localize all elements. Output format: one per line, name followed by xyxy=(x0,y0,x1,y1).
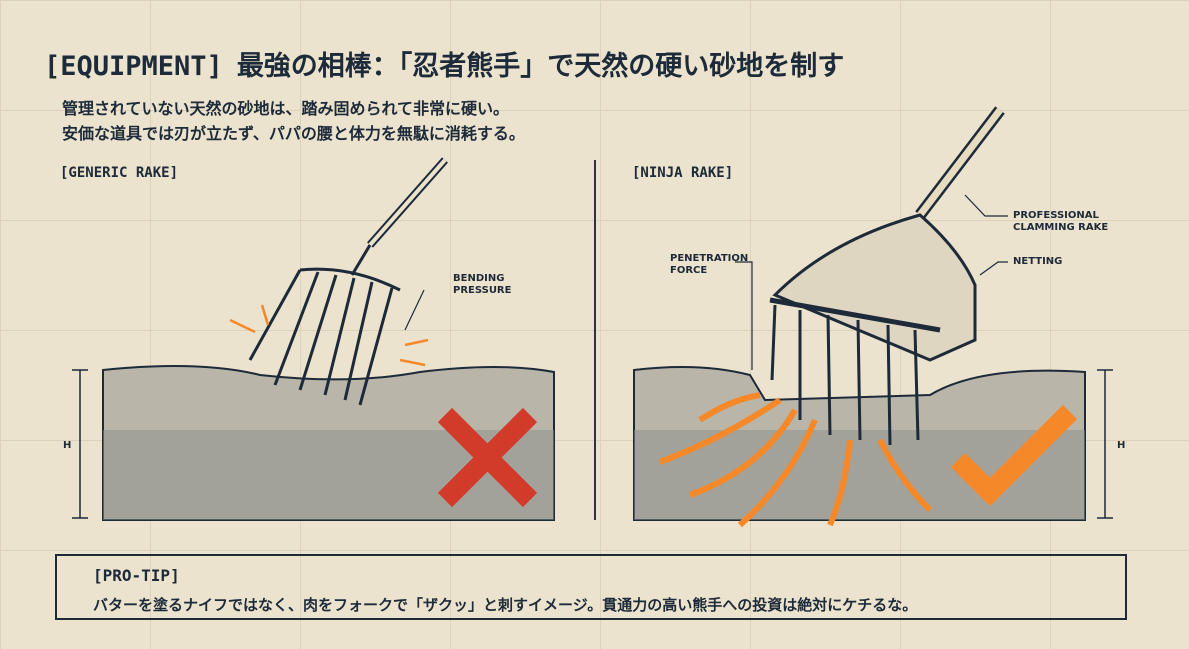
intro-line-2: 安価な道具では刃が立たず、パパの腰と体力を無駄に消耗する。 xyxy=(62,124,525,143)
check-icon xyxy=(950,404,1078,507)
pro-tip-title: [PRO-TIP] xyxy=(93,566,180,585)
right-height-label: H xyxy=(1117,440,1126,451)
left-height-marker xyxy=(72,369,88,519)
panel-divider xyxy=(594,160,596,520)
bending-sparks xyxy=(229,304,429,367)
generic-rake xyxy=(248,157,448,406)
pro-tip-box: [PRO-TIP] バターを塗るナイフではなく、肉をフォークで「ザクッ」と刺すイ… xyxy=(55,554,1127,620)
intro-line-1: 管理されていない天然の砂地は、踏み固められて非常に硬い。 xyxy=(62,99,510,118)
ninja-rake xyxy=(769,106,1005,446)
ninja-rake-label: [NINJA RAKE] xyxy=(632,165,734,181)
netting-annotation: NETTING xyxy=(1013,256,1063,267)
generic-rake-soil xyxy=(102,365,555,521)
left-height-label: H xyxy=(63,440,72,451)
cross-icon xyxy=(437,407,538,508)
generic-rake-label: [GENERIC RAKE] xyxy=(60,165,179,181)
pro-tip-text: バターを塗るナイフではなく、肉をフォークで「ザクッ」と刺すイメージ。貫通力の高い… xyxy=(93,596,918,614)
right-height-marker xyxy=(1097,369,1113,519)
page-title: [EQUIPMENT]最強の相棒：「忍者熊手」で天然の硬い砂地を制す xyxy=(44,51,845,82)
penetration-arrows xyxy=(658,392,933,528)
callout-lines xyxy=(735,194,1008,370)
